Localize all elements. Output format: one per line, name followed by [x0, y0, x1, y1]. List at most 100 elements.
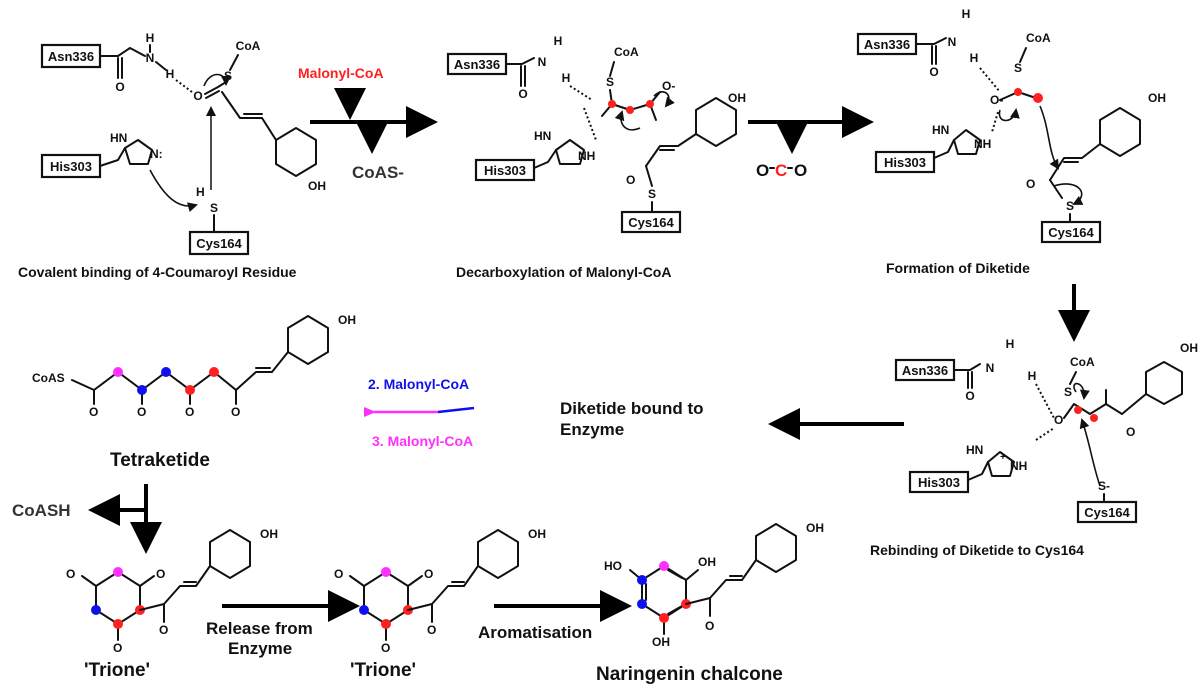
svg-text:H: H [1028, 369, 1037, 383]
svg-text:OH: OH [528, 527, 546, 541]
svg-text:S: S [1066, 199, 1074, 213]
svg-text:CoA: CoA [614, 45, 639, 59]
svg-text:N: N [538, 55, 547, 69]
structure-trione-1: O O O O OH 'Trione' [66, 527, 278, 681]
svg-text:O: O [115, 80, 124, 94]
svg-text:O: O [193, 89, 202, 103]
structure-tetraketide: CoAS O O O O OH Tetraketide [32, 313, 356, 471]
malonyl-3-label: 3. Malonyl-CoA [372, 433, 473, 449]
svg-text:S: S [606, 75, 614, 89]
trione-2-label: 'Trione' [350, 660, 416, 681]
svg-text:HN: HN [966, 443, 983, 457]
cys164-box [188, 230, 250, 256]
svg-text:OH: OH [806, 521, 824, 535]
svg-text:OH: OH [652, 635, 670, 649]
release-line2: Enzyme [228, 639, 292, 658]
panel-rebinding: Asn336 O N H H CoA S O O OH His303 HN NH… [870, 337, 1198, 558]
svg-text:CoA: CoA [1026, 31, 1051, 45]
malonyl-additions: 2. Malonyl-CoA 3. Malonyl-CoA [364, 376, 475, 449]
svg-text:S: S [1064, 385, 1072, 399]
red-carbon-2 [626, 106, 634, 114]
his303-box-4 [908, 470, 970, 494]
step-label-covalent-binding: Covalent binding of 4-Coumaroyl Residue [18, 264, 297, 280]
svg-text:O: O [965, 389, 974, 403]
svg-text:Cys164: Cys164 [628, 215, 674, 230]
svg-text:NH: NH [1010, 459, 1027, 473]
co2-c: C [775, 161, 787, 180]
cys164-box-3 [1040, 220, 1102, 244]
svg-text:Asn336: Asn336 [864, 37, 910, 52]
svg-text:O: O [1026, 177, 1035, 191]
coash-label: CoASH [12, 501, 71, 520]
tetraketide-label: Tetraketide [110, 450, 210, 471]
svg-text:N: N [948, 35, 957, 49]
cys164-box-2 [620, 210, 682, 234]
svg-text:OH: OH [728, 91, 746, 105]
structure-naringenin-chalcone: HO OH OH O OH Naringenin chalcone [596, 521, 824, 685]
svg-text:O-: O- [990, 93, 1003, 107]
structure-trione-2: O O O O OH 'Trione' [334, 527, 546, 681]
co2-o1: O [756, 161, 769, 180]
svg-text:S: S [210, 201, 218, 215]
svg-text:S: S [1014, 61, 1022, 75]
arrow-coash-release: CoASH [12, 484, 162, 554]
svg-text:His303: His303 [918, 475, 960, 490]
svg-text:O: O [1054, 413, 1063, 427]
svg-text:Asn336: Asn336 [902, 363, 948, 378]
svg-text:O: O [185, 405, 194, 419]
svg-text:HO: HO [604, 559, 622, 573]
svg-text:HN: HN [932, 123, 949, 137]
svg-text:H: H [562, 71, 571, 85]
svg-text:O: O [929, 65, 938, 79]
malonyl-2-label: 2. Malonyl-CoA [368, 376, 469, 392]
panel-covalent-binding: Asn336 O N H H O S CoA OH His303 HN N: H… [18, 31, 326, 280]
svg-text:+: + [1000, 452, 1006, 463]
svg-text:S-: S- [1098, 479, 1110, 493]
svg-text:OH: OH [1148, 91, 1166, 105]
svg-text:CoA: CoA [1070, 355, 1095, 369]
svg-text:His303: His303 [50, 159, 92, 174]
svg-text:His303: His303 [884, 155, 926, 170]
svg-text:Cys164: Cys164 [196, 236, 242, 251]
step-label-diketide-formation: Formation of Diketide [886, 260, 1030, 276]
svg-text:H: H [1006, 337, 1015, 351]
svg-text:H: H [196, 185, 205, 199]
panel-decarboxylation: Asn336 O N H H CoA S O- His303 HN NH OH … [446, 34, 746, 280]
svg-text:NH: NH [974, 137, 991, 151]
step-label-decarboxylation: Decarboxylation of Malonyl-CoA [456, 264, 671, 280]
red-carbon-1 [608, 100, 616, 108]
svg-text:O: O [705, 619, 714, 633]
svg-text:OH: OH [338, 313, 356, 327]
svg-text:N: N [146, 51, 155, 65]
svg-text:HN: HN [110, 131, 127, 145]
diketide-bound-line1: Diketide bound to [560, 399, 704, 418]
asn336-label: Asn336 [48, 49, 94, 64]
his303-box-3 [874, 150, 936, 174]
svg-text:O-: O- [662, 79, 675, 93]
svg-text:S: S [648, 187, 656, 201]
svg-text:O: O [334, 567, 343, 581]
step-label-rebinding: Rebinding of Diketide to Cys164 [870, 542, 1084, 558]
coas-byproduct: CoAS- [352, 163, 404, 182]
svg-text:N:: N: [150, 147, 163, 161]
his303-box-2 [474, 158, 536, 182]
svg-text:O: O [159, 623, 168, 637]
release-line1: Release from [206, 619, 313, 638]
svg-text:O: O [424, 567, 433, 581]
svg-text:H: H [970, 51, 979, 65]
svg-text:CoAS: CoAS [32, 371, 65, 385]
svg-text:OH: OH [260, 527, 278, 541]
svg-text:O: O [518, 87, 527, 101]
svg-text:NH: NH [578, 149, 595, 163]
svg-text:O: O [427, 623, 436, 637]
svg-text:O: O [1126, 425, 1135, 439]
diketide-bound-line2: Enzyme [560, 420, 624, 439]
svg-text:O: O [156, 567, 165, 581]
co2-o2: O [794, 161, 807, 180]
svg-text:N: N [986, 361, 995, 375]
svg-text:O: O [231, 405, 240, 419]
svg-text:O: O [626, 173, 635, 187]
svg-text:H: H [962, 7, 971, 21]
svg-text:OH: OH [698, 555, 716, 569]
